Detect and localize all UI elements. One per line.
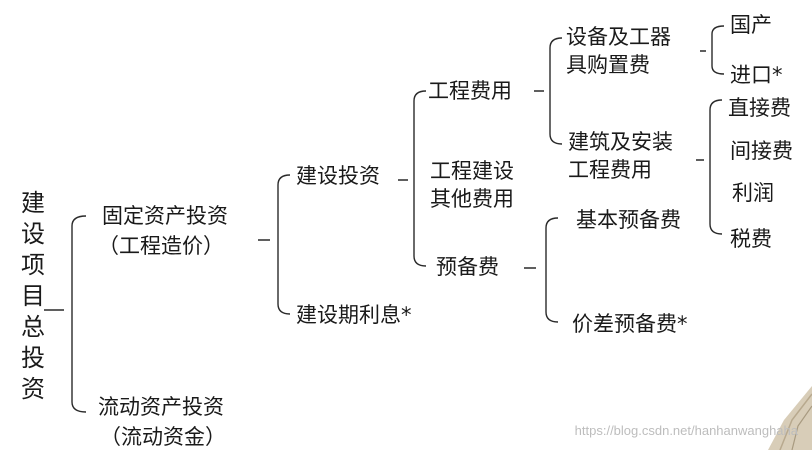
reserve-bracket (524, 217, 559, 323)
install-cost-line2: 工程费用 (568, 158, 652, 182)
root-total-investment: 建设项目总投资 (21, 189, 45, 403)
domestic-label: 国产 (730, 13, 772, 37)
equipment-cost-line2: 具购置费 (566, 53, 650, 77)
current-asset-investment-label: 流动资产投资 (98, 395, 224, 419)
profit-label: 利润 (732, 181, 774, 205)
fixed-asset-investment-label: 固定资产投资 (102, 204, 228, 228)
reserve-fund-label: 预备费 (436, 255, 499, 279)
tax-label: 税费 (730, 227, 772, 251)
direct-cost-label: 直接费 (728, 96, 791, 120)
corner-decoration-icon (768, 386, 812, 450)
basic-reserve-label: 基本预备费 (576, 208, 681, 232)
watermark-url: https://blog.csdn.net/hanhanwanghaha (574, 423, 798, 438)
engineering-cost-label: 工程费用 (428, 79, 512, 103)
engineering-cost-note: （工程造价） (98, 234, 224, 258)
imported-label: 进口* (730, 63, 783, 87)
indirect-cost-label: 间接费 (730, 139, 793, 163)
equipment-cost-line1: 设备及工器 (566, 25, 671, 49)
install-cost-line1: 建筑及安装 (568, 130, 673, 154)
other-cost-line1: 工程建设 (430, 159, 514, 183)
fixed-asset-bracket (258, 174, 291, 315)
construction-investment-label: 建设投资 (296, 164, 380, 188)
engineering-bracket (534, 37, 563, 145)
construction-interest-label: 建设期利息* (296, 303, 412, 327)
equipment-bracket (700, 25, 725, 75)
install-bracket (696, 99, 723, 235)
root-bracket (44, 215, 87, 413)
construction-bracket (398, 90, 427, 267)
working-capital-note: （流动资金） (100, 425, 226, 449)
price-reserve-label: 价差预备费* (572, 312, 688, 336)
other-cost-line2: 其他费用 (430, 187, 514, 211)
